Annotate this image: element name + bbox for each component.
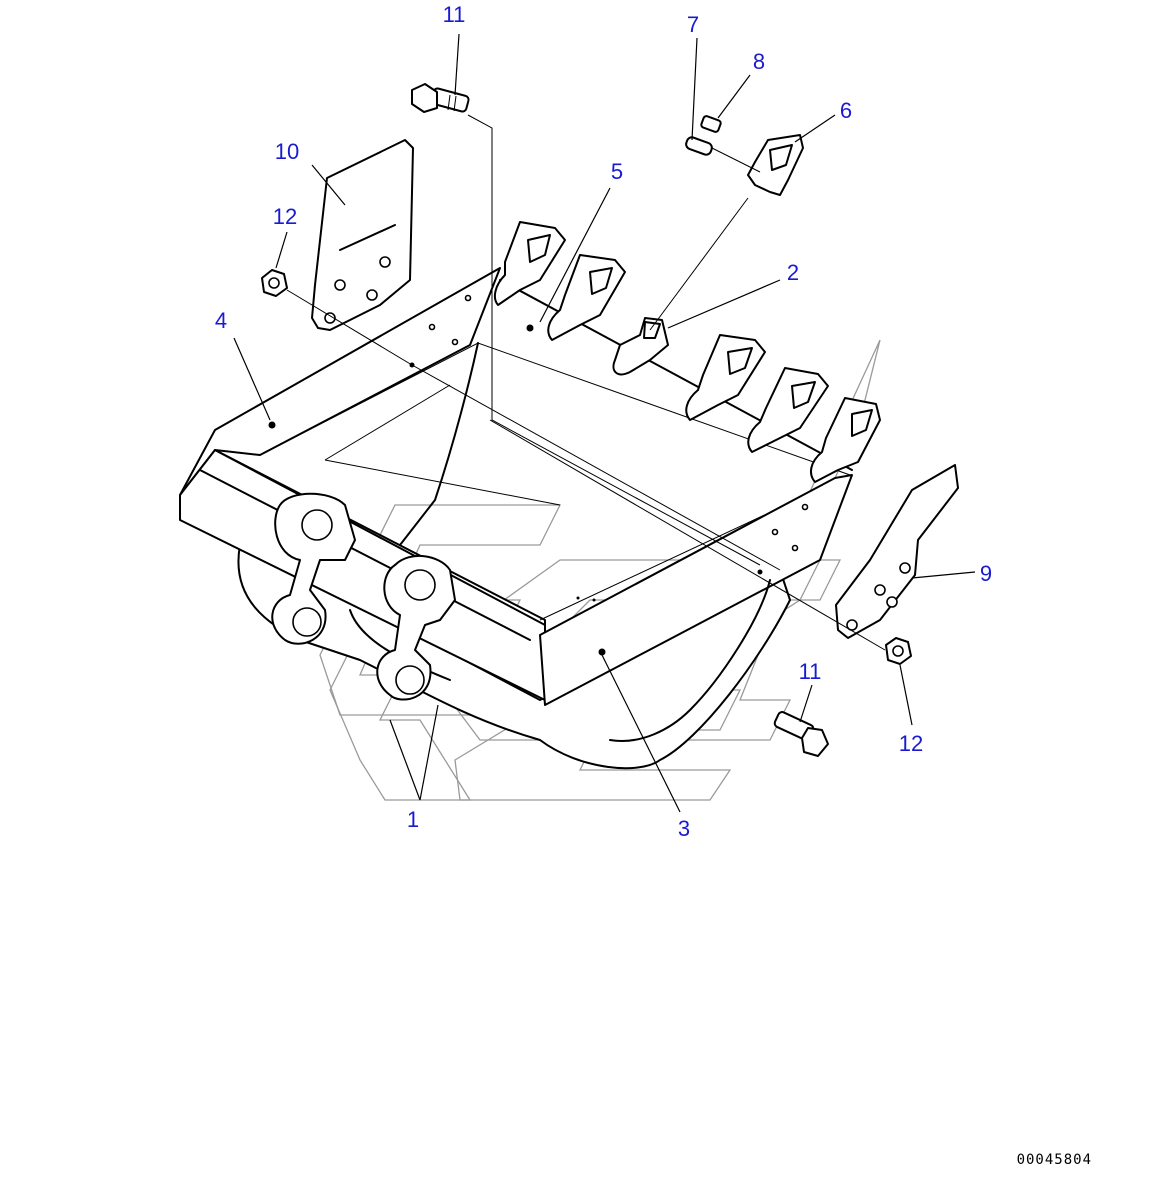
nut-right — [885, 637, 912, 665]
callout-7: 7 — [687, 12, 699, 37]
callout-2: 2 — [787, 260, 799, 285]
callout-5: 5 — [611, 159, 623, 184]
document-number: 00045804 — [1017, 1152, 1092, 1168]
callout-labels: 11 7 8 6 10 5 12 2 4 9 11 12 1 3 — [215, 2, 992, 841]
tooth-2 — [547, 254, 626, 341]
nut-left — [261, 269, 288, 297]
loose-tooth — [747, 134, 804, 196]
tooth-1 — [493, 221, 566, 306]
tooth-4 — [747, 367, 829, 453]
lock-8 — [700, 115, 722, 133]
pin-7 — [685, 136, 713, 156]
adapter-2 — [612, 317, 669, 376]
callout-8: 8 — [753, 49, 765, 74]
bolt-top — [411, 83, 470, 113]
teeth-row — [493, 221, 881, 483]
callout-10: 10 — [275, 139, 299, 164]
callout-12-left: 12 — [273, 204, 297, 229]
leader-lines — [233, 33, 976, 813]
callout-11-right: 11 — [799, 659, 822, 684]
callout-6: 6 — [840, 98, 852, 123]
callout-4: 4 — [215, 308, 227, 333]
callout-11-top: 11 — [443, 2, 466, 27]
tooth-3 — [685, 334, 766, 421]
callout-3: 3 — [678, 816, 690, 841]
side-cutter-left — [311, 139, 414, 331]
callout-9: 9 — [980, 561, 992, 586]
bolt-right — [773, 711, 829, 757]
side-cutter-right — [835, 464, 959, 639]
assembly-lines — [286, 114, 886, 651]
bucket-body — [179, 267, 853, 770]
callout-1: 1 — [407, 807, 419, 832]
callout-12-right: 12 — [899, 731, 923, 756]
tooth-5 — [809, 397, 881, 483]
